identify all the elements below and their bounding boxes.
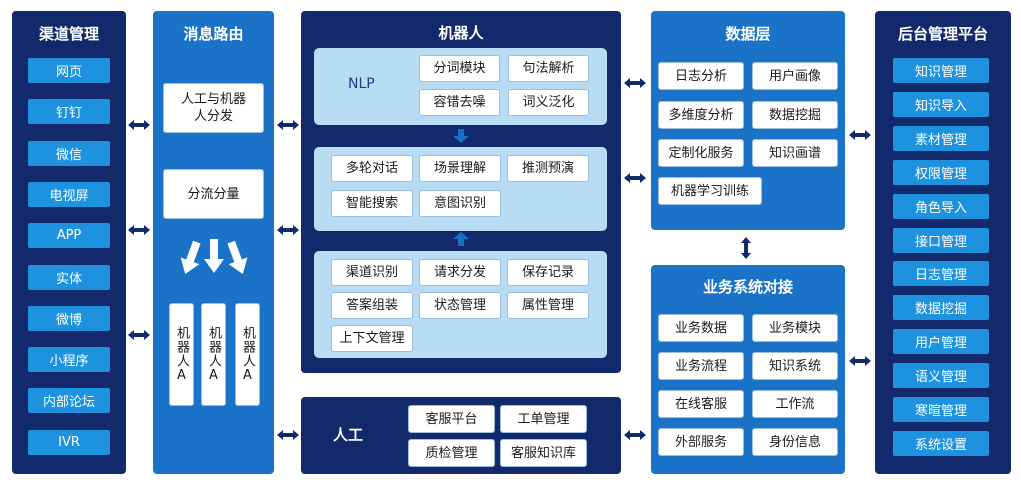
channel-item: 微博 — [28, 305, 110, 331]
business-item: 在线客服 — [658, 390, 744, 418]
business-item: 业务模块 — [752, 314, 838, 342]
admin-item: 用户管理 — [893, 329, 989, 355]
access-item: 上下文管理 — [331, 325, 413, 352]
access-panel: 渠道识别请求分发保存记录答案组装状态管理属性管理上下文管理 — [314, 251, 607, 358]
access-item: 请求分发 — [419, 259, 501, 286]
access-item: 渠道识别 — [331, 259, 413, 286]
data-layer-item: 定制化服务 — [658, 139, 744, 167]
business-title: 业务系统对接 — [702, 278, 793, 296]
channel-item: 内部论坛 — [28, 388, 110, 414]
manual-panel: 人工 客服平台工单管理质检管理客服知识库 — [301, 397, 621, 474]
dialogue-item: 意图识别 — [419, 190, 501, 217]
channel-item: 电视屏 — [28, 181, 110, 207]
robot-title: 机器人 — [438, 24, 484, 42]
data-layer-title: 数据层 — [725, 25, 771, 43]
business-panel: 业务系统对接 业务数据业务模块业务流程知识系统在线客服工作流外部服务身份信息 — [651, 265, 845, 474]
dialogue-panel: 多轮对话场景理解推测预演智能搜索意图识别 — [314, 147, 607, 231]
access-item: 保存记录 — [507, 259, 589, 286]
double-arrow-icon — [849, 356, 871, 366]
channel-item: 网页 — [28, 58, 110, 83]
admin-item: 权限管理 — [893, 159, 989, 185]
business-item: 工作流 — [752, 390, 838, 418]
access-item: 答案组装 — [331, 292, 413, 319]
business-item: 业务数据 — [658, 314, 744, 342]
admin-item: 寒暄管理 — [893, 397, 989, 422]
robot-panel: 机器人 NLP 分词模块句法解析容错去噪词义泛化 多轮对话场景理解推测预演智能搜… — [301, 11, 621, 373]
data-layer-item: 日志分析 — [658, 62, 744, 90]
admin-item: 素材管理 — [893, 125, 989, 151]
double-arrow-icon — [277, 120, 299, 130]
admin-item: 接口管理 — [893, 227, 989, 253]
double-arrow-icon — [128, 330, 150, 340]
manual-item: 工单管理 — [500, 405, 587, 433]
dispatch-arrow-icon — [176, 239, 206, 278]
nlp-item: 句法解析 — [508, 55, 589, 82]
admin-item: 语义管理 — [893, 363, 989, 389]
double-arrow-icon — [128, 120, 150, 130]
vertical-double-arrow-icon — [741, 237, 751, 259]
admin-item: 角色导入 — [893, 193, 989, 219]
nlp-item: 容错去噪 — [419, 89, 500, 116]
double-arrow-icon — [128, 225, 150, 235]
admin-item: 知识管理 — [893, 58, 989, 83]
admin-item: 系统设置 — [893, 430, 989, 456]
manual-item: 质检管理 — [408, 439, 495, 467]
channel-panel: 渠道管理 网页钉钉微信电视屏 APP 实体微博小程序内部论坛 IVR — [12, 11, 126, 474]
data-layer-item: 数据挖掘 — [752, 101, 838, 129]
dispatch-arrow-icon — [222, 239, 252, 278]
channel-item: APP — [28, 223, 110, 249]
manual-item: 客服平台 — [408, 405, 495, 433]
data-layer-item: 机器学习训练 — [658, 177, 762, 205]
data-layer-item: 多维度分析 — [658, 101, 744, 129]
dialogue-item: 推测预演 — [507, 155, 589, 182]
traffic-split-box: 分流分量 — [163, 169, 264, 219]
double-arrow-icon — [277, 430, 299, 440]
business-item: 身份信息 — [752, 428, 838, 456]
dispatch-arrow-icon — [204, 239, 224, 273]
business-item: 外部服务 — [658, 428, 744, 456]
robot-a-box: 机器人A — [201, 303, 226, 406]
double-arrow-icon — [624, 78, 646, 88]
nlp-item: 词义泛化 — [508, 89, 589, 116]
admin-item: 知识导入 — [893, 91, 989, 117]
manual-item: 客服知识库 — [500, 439, 587, 467]
channel-item: 实体 — [28, 264, 110, 290]
down-arrow-icon — [453, 129, 469, 143]
data-layer-item: 用户画像 — [752, 62, 838, 90]
double-arrow-icon — [849, 130, 871, 140]
access-item: 属性管理 — [507, 292, 589, 319]
channel-item: 微信 — [28, 140, 110, 166]
nlp-item: 分词模块 — [419, 55, 500, 82]
channel-item: 小程序 — [28, 347, 110, 373]
data-layer-panel: 数据层 日志分析用户画像多维度分析数据挖掘定制化服务知识画谱机器学习训练 — [651, 11, 845, 230]
dialogue-item: 智能搜索 — [331, 190, 413, 217]
business-item: 业务流程 — [658, 352, 744, 380]
robot-a-box: 机器人A — [169, 303, 194, 406]
double-arrow-icon — [624, 173, 646, 183]
nlp-label: NLP — [348, 76, 375, 92]
double-arrow-icon — [624, 430, 646, 440]
up-arrow-icon — [453, 232, 469, 246]
admin-title: 后台管理平台 — [897, 25, 988, 43]
manual-title: 人工 — [333, 426, 364, 444]
channel-item: IVR — [28, 429, 110, 455]
channel-item: 钉钉 — [28, 99, 110, 125]
human-robot-dispatch-box: 人工与机器人分发 — [163, 83, 264, 133]
data-layer-item: 知识画谱 — [752, 139, 838, 167]
double-arrow-icon — [277, 225, 299, 235]
channel-title: 渠道管理 — [38, 25, 99, 43]
access-item: 状态管理 — [419, 292, 501, 319]
routing-title: 消息路由 — [183, 25, 244, 43]
dialogue-item: 场景理解 — [419, 155, 501, 182]
robot-a-box: 机器人A — [235, 303, 260, 406]
nlp-panel: NLP 分词模块句法解析容错去噪词义泛化 — [314, 48, 607, 125]
business-item: 知识系统 — [752, 352, 838, 380]
admin-item: 日志管理 — [893, 261, 989, 287]
dialogue-item: 多轮对话 — [331, 155, 413, 182]
admin-panel: 后台管理平台 知识管理知识导入素材管理权限管理角色导入接口管理日志管理数据挖掘用… — [875, 11, 1011, 474]
routing-panel: 消息路由 人工与机器人分发 分流分量 机器人A 机器人A 机器人A — [153, 11, 274, 474]
admin-item: 数据挖掘 — [893, 295, 989, 321]
